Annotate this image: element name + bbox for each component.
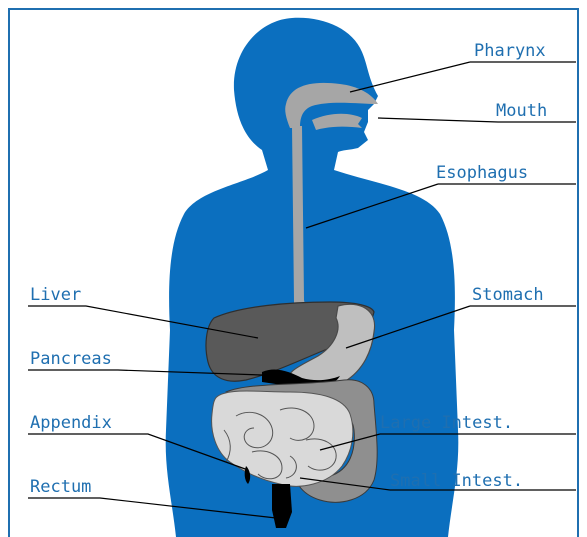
label-esophagus: Esophagus	[436, 163, 528, 183]
label-appendix: Appendix	[30, 413, 112, 433]
label-large-intestine: Large Intest.	[380, 413, 513, 433]
label-pharynx: Pharynx	[474, 41, 546, 61]
label-stomach: Stomach	[472, 285, 544, 305]
label-rectum: Rectum	[30, 477, 91, 497]
pharynx-leader	[350, 62, 576, 92]
label-mouth: Mouth	[496, 101, 547, 121]
label-pancreas: Pancreas	[30, 349, 112, 369]
label-small-intestine: Small Intest.	[390, 471, 523, 491]
label-liver: Liver	[30, 285, 81, 305]
